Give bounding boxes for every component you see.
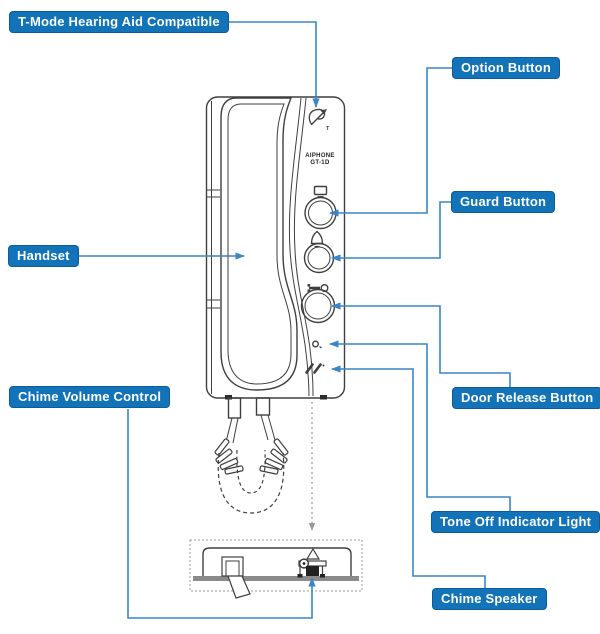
guard-button [303,242,335,274]
connector-guard [331,201,451,262]
device-model: GT-1D [310,160,330,166]
label-tone-off-indicator-light: Tone Off Indicator Light [431,511,600,533]
connector-chime-speaker [331,365,486,589]
bell-triangle-icon [305,547,321,560]
intercom-unit: T [205,96,346,514]
speaker-slits-icon [305,363,325,374]
t-mark: T [326,126,330,132]
handset-cord [214,397,289,514]
label-handset: Handset [8,245,79,267]
mounting-lever [221,556,251,599]
label-door-release-button: Door Release Button [452,387,600,409]
label-chime-volume-control: Chime Volume Control [9,386,171,408]
connector-tone-off [329,340,511,512]
device-brand-block: AIPHONE GT-1D [297,153,343,167]
bottom-view-frame [189,539,363,592]
led-dot-icon [312,340,322,349]
label-option-button: Option Button [452,57,560,79]
door-station-monitor-icon [313,185,328,198]
hearing-aid-t-mode-icon: T [308,108,330,132]
label-t-mode-hearing-aid: T-Mode Hearing Aid Compatible [9,11,229,33]
door-release-button [300,288,336,324]
label-guard-button: Guard Button [451,191,556,213]
base-bar [193,576,359,581]
connector-option [329,67,452,217]
chime-volume-mechanism [297,547,327,578]
connector-chime-volume [127,409,316,619]
connector-door-release [331,302,511,388]
connector-t-mode [212,21,320,108]
device-brand: AIPHONE [305,153,335,159]
cradle-groove [288,97,314,397]
bottom-view [189,539,363,599]
unit-foot-left [225,395,232,400]
handset-shape [220,97,298,391]
bottom-profile [202,547,352,577]
label-chime-speaker: Chime Speaker [432,588,547,610]
wall-bracket-notches [207,189,220,309]
chime-volume-wheel [306,566,319,576]
unit-body-outline [205,96,346,399]
callout-connectors [76,21,511,619]
unit-foot-right [320,395,327,400]
